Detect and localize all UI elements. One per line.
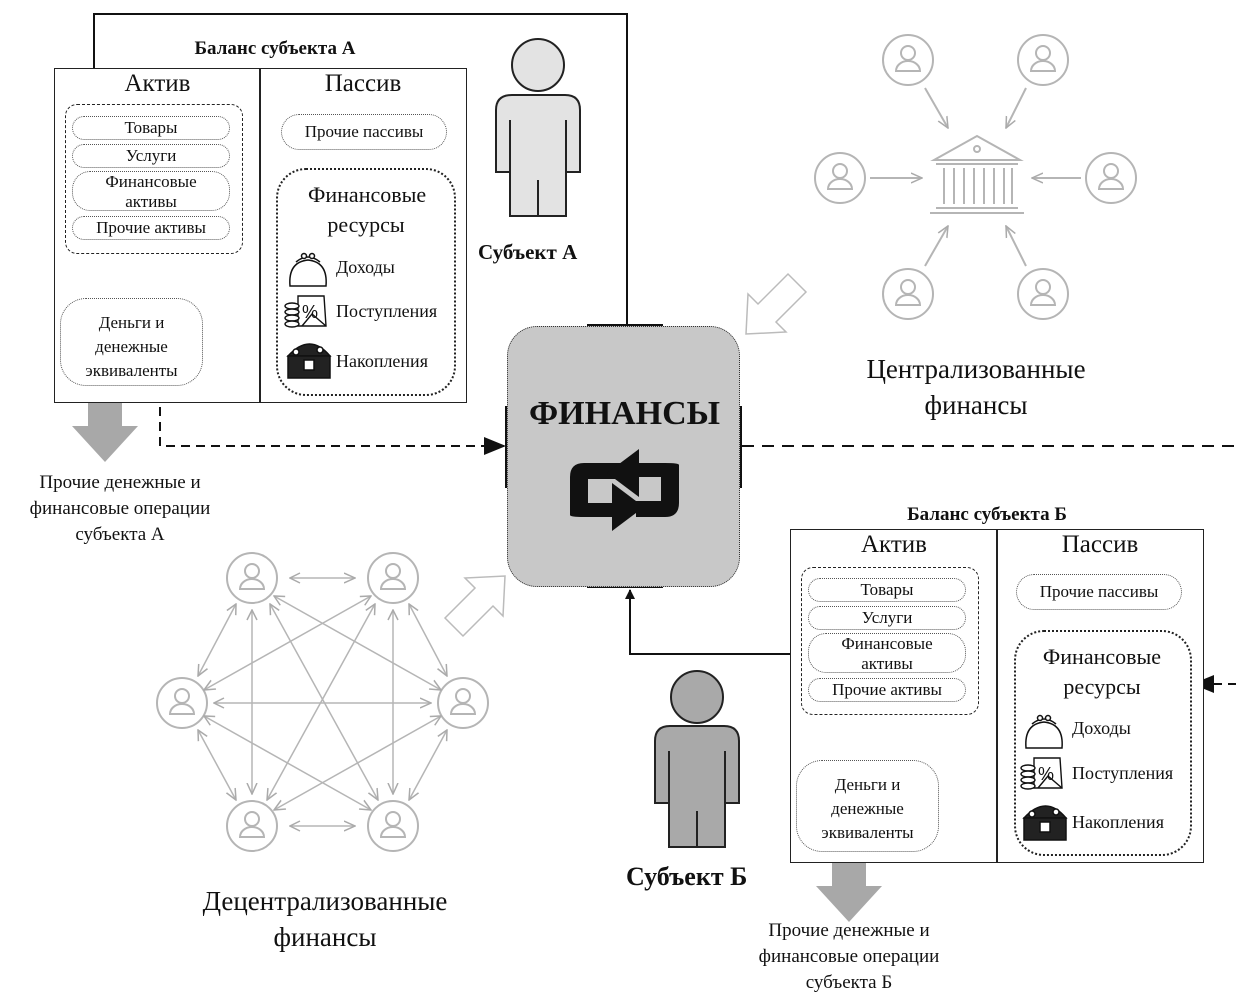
other-ops-b-line1: Прочие денежные и xyxy=(768,920,930,941)
balance-b-fin-resources xyxy=(1014,630,1192,856)
person-icon xyxy=(367,552,419,604)
person-icon xyxy=(1017,268,1069,320)
finance-center-box: ФИНАНСЫ xyxy=(507,326,740,587)
person-icon xyxy=(367,800,419,852)
person-icon xyxy=(226,552,278,604)
subject-b-label: Субъект Б xyxy=(626,862,748,891)
hollow-arrow-icon xyxy=(443,575,506,638)
person-icon xyxy=(1017,34,1069,86)
subject-a-label: Субъект А xyxy=(478,240,578,264)
resource-savings-b: Накопления xyxy=(1072,812,1164,832)
other-ops-a-line2: финансовые операции xyxy=(29,498,211,519)
resource-income-b: Доходы xyxy=(1072,718,1131,738)
asset-goods-b: Товары xyxy=(808,578,966,602)
person-icon xyxy=(226,800,278,852)
other-ops-b-line3: субъекта Б xyxy=(805,972,893,993)
resource-receipts-b: Поступления xyxy=(1072,763,1174,783)
balance-a-money: Деньги и денежные эквиваленты xyxy=(60,298,203,386)
exchange-icon xyxy=(570,449,679,531)
outflow-arrow-b xyxy=(816,854,882,922)
decentralized-label-line1: Децентрализованные xyxy=(202,886,448,916)
person-b-figure xyxy=(654,670,740,848)
centralized-label-line1: Централизованные xyxy=(866,354,1086,384)
centralized-label-line2: финансы xyxy=(924,390,1028,420)
balance-b-divider xyxy=(996,529,998,863)
balance-a-passive-header: Пассив xyxy=(324,70,402,97)
decentralized-label-line2: финансы xyxy=(273,922,377,952)
person-icon xyxy=(1085,152,1137,204)
person-icon xyxy=(882,268,934,320)
bank-icon xyxy=(930,134,1024,214)
asset-goods: Товары xyxy=(72,116,230,140)
balance-a-other-liabilities: Прочие пассивы xyxy=(281,114,447,150)
balance-b-fin-resources-title: Финансовые ресурсы xyxy=(1042,644,1162,699)
asset-financial: Финансовые активы xyxy=(72,171,230,211)
other-ops-a-line1: Прочие денежные и xyxy=(39,472,201,493)
balance-b-title: Баланс субъекта Б xyxy=(907,504,1067,525)
other-ops-b-line2: финансовые операции xyxy=(758,946,940,967)
balance-a-title: Баланс субъекта А xyxy=(194,38,356,59)
balance-b-assets-group xyxy=(801,567,979,715)
asset-services-b: Услуги xyxy=(808,606,966,630)
balance-b-money: Деньги и денежные эквиваленты xyxy=(796,760,939,852)
person-a-figure xyxy=(495,38,581,217)
balance-a-active-header: Актив xyxy=(124,70,191,97)
person-icon xyxy=(882,34,934,86)
finance-title: ФИНАНСЫ xyxy=(528,395,721,432)
person-icon xyxy=(437,677,489,729)
balance-a-divider xyxy=(259,68,261,403)
balance-b-active-header: Актив xyxy=(861,531,927,558)
centralized-network xyxy=(814,34,1137,320)
person-icon xyxy=(814,152,866,204)
resource-income: Доходы xyxy=(336,257,395,277)
asset-other-b: Прочие активы xyxy=(808,678,966,702)
balance-a-assets-group xyxy=(65,104,243,254)
person-icon xyxy=(156,677,208,729)
balance-a-fin-resources-title: Финансовые ресурсы xyxy=(308,182,427,237)
outflow-arrow-a xyxy=(72,394,138,462)
balance-b-passive-header: Пассив xyxy=(1061,531,1139,558)
hollow-arrow-icon xyxy=(745,272,808,335)
asset-services: Услуги xyxy=(72,144,230,168)
decentralized-network xyxy=(156,552,489,852)
resource-receipts: Поступления xyxy=(336,301,438,321)
resource-savings: Накопления xyxy=(336,351,428,371)
balance-a-fin-resources xyxy=(276,168,456,396)
balance-b-other-liabilities: Прочие пассивы xyxy=(1016,574,1182,610)
other-ops-a-line3: субъекта А xyxy=(75,524,165,545)
asset-financial-b: Финансовые активы xyxy=(808,633,966,673)
asset-other: Прочие активы xyxy=(72,216,230,240)
